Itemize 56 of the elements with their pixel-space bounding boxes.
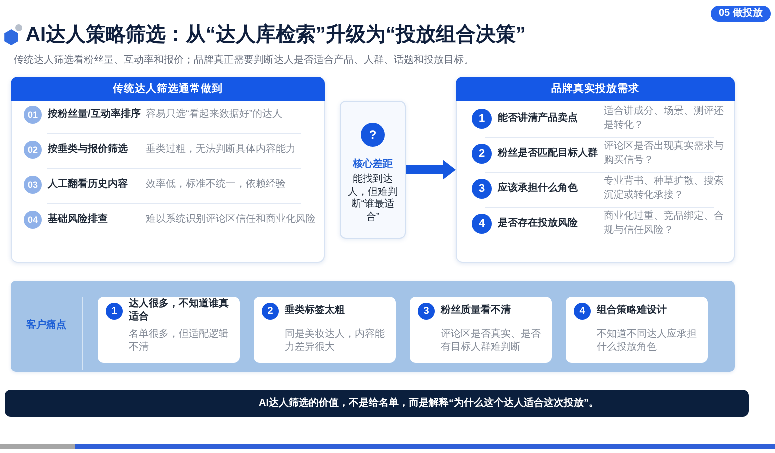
step-number: 4 bbox=[574, 302, 591, 320]
step-number: 01 bbox=[24, 106, 42, 124]
pain-point-card bbox=[566, 297, 708, 363]
item-description: 评论区是否出现真实需求与购买信号？ bbox=[604, 140, 725, 168]
item-description: 容易只选“看起来数据好”的达人 bbox=[146, 108, 283, 122]
item-description: 商业化过重、竞品绑定、合规与信任风险？ bbox=[604, 210, 725, 238]
item-title: 按垂类与报价筛选 bbox=[48, 143, 128, 157]
step-number: 02 bbox=[24, 141, 42, 159]
card-text: 不知道不同达人应承担什么投放角色 bbox=[597, 328, 698, 354]
step-number: 2 bbox=[472, 144, 492, 164]
panel-header: 品牌真实投放需求 bbox=[456, 77, 735, 101]
info-panel bbox=[11, 77, 325, 263]
callout-card bbox=[340, 101, 406, 239]
summary-text: AI达人筛选的价值，不是给名单，而是解释“为什么这个达人适合这次投放”。 bbox=[259, 396, 599, 411]
card-title: 粉丝质量看不清 bbox=[441, 304, 511, 318]
pain-point-band bbox=[11, 281, 735, 372]
item-description: 适合讲成分、场景、测评还是转化？ bbox=[604, 105, 725, 133]
section-tag: 05 做投放 bbox=[711, 6, 771, 22]
item-title: 是否存在投放风险 bbox=[498, 217, 578, 231]
pain-point-card bbox=[98, 297, 240, 363]
item-title: 粉丝是否匹配目标人群 bbox=[498, 147, 598, 161]
card-text: 评论区是否真实、是否有目标人群难判断 bbox=[441, 328, 542, 354]
band-label: 客户痛点 bbox=[26, 319, 66, 333]
summary-banner bbox=[5, 390, 749, 417]
arrow bbox=[406, 160, 456, 180]
info-panel bbox=[456, 77, 735, 263]
pain-point-card bbox=[410, 297, 552, 363]
subtitle-text: 传统达人筛选看粉丝量、互动率和报价；品牌真正需要判断达人是否适合产品、人群、话题和投放目标。 bbox=[14, 54, 474, 68]
page-title: AI达人策略筛选：从“达人库检索”升级为“投放组合决策” bbox=[26, 22, 526, 48]
item-description: 难以系统识别评论区信任和商业化风险 bbox=[146, 213, 316, 227]
panel-header: 传统达人筛选通常做到 bbox=[11, 77, 325, 101]
step-number: 4 bbox=[472, 214, 492, 234]
question-circle: ? bbox=[361, 123, 385, 147]
step-number: 03 bbox=[24, 176, 42, 194]
card-text: 名单很多，但适配逻辑不清 bbox=[129, 328, 230, 354]
item-title: 基础风险排查 bbox=[48, 213, 108, 227]
item-description: 专业背书、种草扩散、搜索沉淀或转化承接？ bbox=[604, 175, 725, 203]
item-description: 垂类过粗，无法判断具体内容能力 bbox=[146, 143, 296, 157]
card-title: 达人很多，不知道谁真适合 bbox=[129, 298, 230, 324]
item-description: 效率低，标准不统一，依赖经验 bbox=[146, 178, 286, 192]
pain-point-card bbox=[254, 297, 396, 363]
step-number: 2 bbox=[262, 302, 279, 320]
item-title: 按粉丝量/互动率排序 bbox=[48, 108, 141, 122]
item-title: 能否讲清产品卖点 bbox=[498, 112, 578, 126]
card-text: 同是美妆达人，内容能力差异很大 bbox=[285, 328, 386, 354]
step-number: 3 bbox=[418, 302, 435, 320]
card-title: 垂类标签太粗 bbox=[285, 304, 345, 318]
callout-text: 能找到达人，但难判断“谁最适合” bbox=[347, 174, 399, 224]
step-number: 04 bbox=[24, 211, 42, 229]
callout-heading: 核心差距 bbox=[353, 158, 393, 171]
item-title: 人工翻看历史内容 bbox=[48, 178, 128, 192]
step-number: 1 bbox=[106, 302, 123, 320]
step-number: 1 bbox=[472, 109, 492, 129]
item-title: 应该承担什么角色 bbox=[498, 182, 578, 196]
step-number: 3 bbox=[472, 179, 492, 199]
card-title: 组合策略难设计 bbox=[597, 304, 667, 318]
